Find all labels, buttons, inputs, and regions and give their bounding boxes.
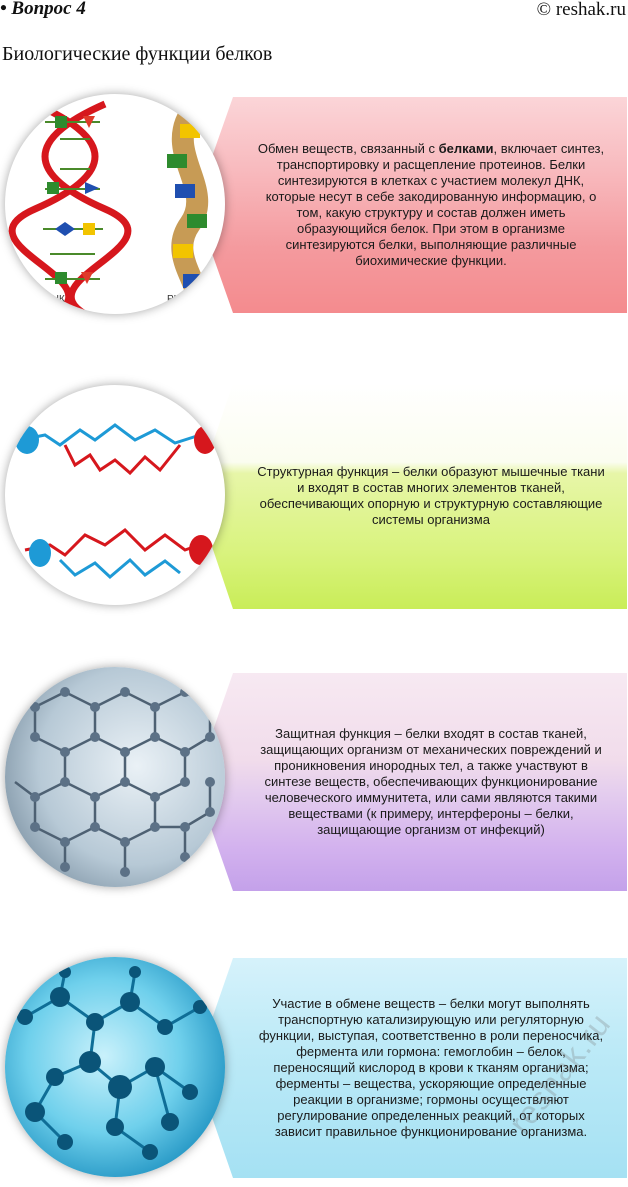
- card-metabolism-text: Обмен веществ, связанный с белками, вклю…: [257, 141, 605, 268]
- card-structural: Структурная функция – белки образуют мыш…: [5, 383, 627, 609]
- rna-label: РН: [167, 294, 181, 305]
- card-structural-banner: Структурная функция – белки образуют мыш…: [195, 383, 627, 609]
- protein-chain-icon: [5, 385, 225, 605]
- molecular-lattice-icon: [5, 667, 225, 887]
- card-participation-text: Участие в обмене веществ – белки могут в…: [258, 996, 604, 1139]
- card-structural-text: Структурная функция – белки образуют мыш…: [257, 464, 605, 527]
- card-protective-banner: Защитная функция – белки входят в состав…: [195, 673, 627, 891]
- dna-rna-icon: ДНК РН: [5, 94, 225, 314]
- card-protective-text: Защитная функция – белки входят в состав…: [260, 726, 602, 837]
- molecule-network-icon: [5, 957, 225, 1177]
- card-participation-banner: Участие в обмене веществ – белки могут в…: [195, 958, 627, 1178]
- dna-label: ДНК: [45, 294, 65, 305]
- card-metabolism-banner: Обмен веществ, связанный с белками, вклю…: [195, 97, 627, 313]
- question-number: • Вопрос 4: [0, 0, 86, 19]
- card-participation: Участие в обмене веществ – белки могут в…: [5, 957, 627, 1180]
- card-protective: Защитная функция – белки входят в состав…: [5, 667, 627, 895]
- source-credit: © reshak.ru: [536, 0, 626, 20]
- card-metabolism: Обмен веществ, связанный с белками, вклю…: [5, 94, 627, 319]
- page-title: Биологические функции белков: [2, 43, 273, 65]
